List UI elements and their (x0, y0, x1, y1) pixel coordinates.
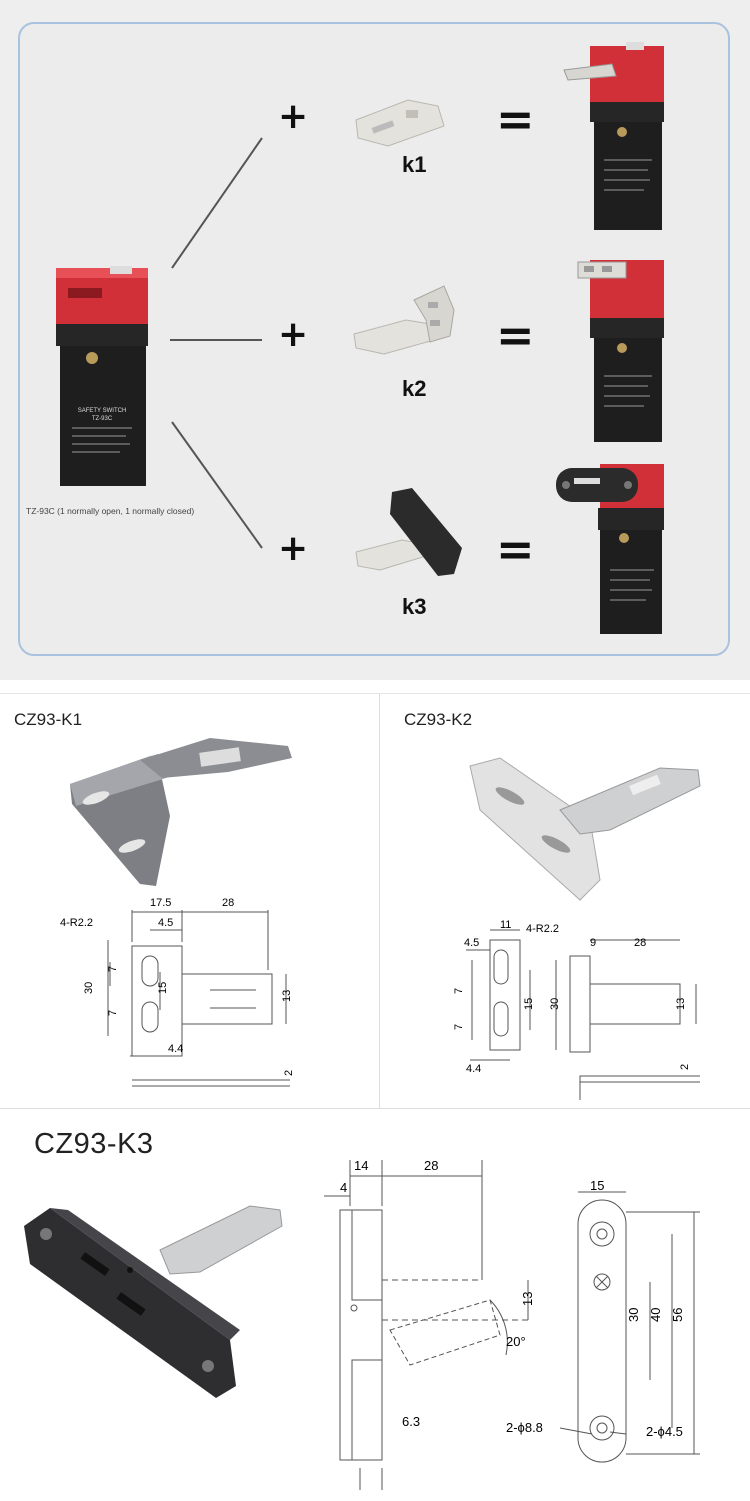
switch-label: SAFETY SWITCH (78, 408, 127, 414)
key-k1-image (355, 99, 445, 147)
switch-model: TZ-93C (92, 416, 113, 422)
k2-title: CZ93-K2 (404, 710, 473, 729)
k1-dim-7b: 7 (107, 1010, 119, 1016)
k1-dim-30: 30 (83, 982, 95, 994)
k3-dim-hole-8.8: 2-ϕ8.8 (506, 1420, 543, 1435)
key-label-k3: k3 (402, 594, 427, 619)
k3-dim-56: 56 (670, 1308, 685, 1322)
k1-title: CZ93-K1 (14, 710, 83, 729)
key-k3-image (355, 488, 462, 576)
k2-dim-4.5: 4.5 (464, 937, 479, 949)
k3-dim-28: 28 (424, 1158, 438, 1173)
safety-switch-image: SAFETY SWITCH TZ-93C (56, 266, 148, 486)
k3-product-image (24, 1205, 283, 1398)
k2-drawing: 11 4-R2.2 4.5 9 28 7 30 15 13 7 4.4 2 (453, 919, 700, 1100)
k1-dim-4.5: 4.5 (158, 917, 173, 929)
connector-line-k3 (171, 421, 263, 549)
switch-caption: TZ-93C (1 normally open, 1 normally clos… (26, 506, 195, 516)
k2-dim-4.4: 4.4 (466, 1063, 481, 1075)
section-divider-vertical (379, 694, 380, 1108)
section-divider-top (0, 693, 750, 694)
k3-dim-4: 4 (340, 1180, 347, 1195)
equals-sign-k3: = (496, 522, 535, 576)
equals-sign-k1: = (496, 92, 535, 146)
k3-title: CZ93-K3 (34, 1128, 154, 1160)
k3-dim-13: 13 (520, 1292, 535, 1306)
k3-dim-14: 14 (354, 1158, 368, 1173)
k3-dim-40: 40 (648, 1308, 663, 1322)
k2-dim-2: 2 (679, 1064, 691, 1070)
k1-dim-7a: 7 (107, 966, 119, 972)
k1-drawing: 17.5 28 4.5 4-R2.2 7 30 15 13 7 4.4 2 (60, 897, 295, 1087)
k3-drawing: 14 28 4 13 20° 6.3 15 30 40 56 2-ϕ8.8 2-… (324, 1158, 700, 1490)
key-label-k2: k2 (402, 376, 427, 401)
k2-dim-7b: 7 (453, 1024, 465, 1030)
k3-dim-30: 30 (626, 1308, 641, 1322)
k2-dim-28: 28 (634, 937, 646, 949)
equals-sign-k2: = (496, 308, 535, 362)
plus-sign-k2: + (278, 314, 309, 355)
k2-dim-13: 13 (675, 998, 687, 1010)
connector-lines (170, 137, 263, 549)
k2-product-image (469, 757, 701, 901)
k3-dim-6.3: 6.3 (402, 1414, 420, 1429)
plus-sign-k3: + (278, 528, 309, 569)
k2-dim-7a: 7 (453, 988, 465, 994)
plus-sign-k1: + (278, 96, 309, 137)
k1-dim-2: 2 (283, 1070, 295, 1076)
k1-dim-28: 28 (222, 897, 234, 909)
k2-dim-9: 9 (590, 937, 596, 949)
assembled-k3-image (556, 464, 664, 634)
connector-line-k1 (171, 137, 263, 269)
k2-dim-30: 30 (549, 998, 561, 1010)
section-divider-middle (0, 1108, 750, 1109)
assembled-k2-image (577, 260, 664, 442)
key-label-k1: k1 (402, 152, 427, 177)
k1-dim-17.5: 17.5 (150, 897, 171, 909)
k1-product-image (70, 738, 292, 886)
k1-dim-13: 13 (281, 990, 293, 1002)
k1-dim-15: 15 (157, 982, 169, 994)
k3-dim-20deg: 20° (506, 1334, 526, 1349)
k3-dim-15: 15 (590, 1178, 604, 1193)
k2-dim-r2.2: 4-R2.2 (526, 923, 559, 935)
k2-dim-11: 11 (500, 919, 511, 931)
k1-dim-4.4: 4.4 (168, 1043, 183, 1055)
assembled-k1-image (563, 42, 664, 230)
k3-dim-hole-4.5: 2-ϕ4.5 (646, 1424, 683, 1439)
k1-dim-r2.2: 4-R2.2 (60, 917, 93, 929)
k2-dim-15: 15 (523, 998, 535, 1010)
key-k2-image (353, 285, 455, 355)
